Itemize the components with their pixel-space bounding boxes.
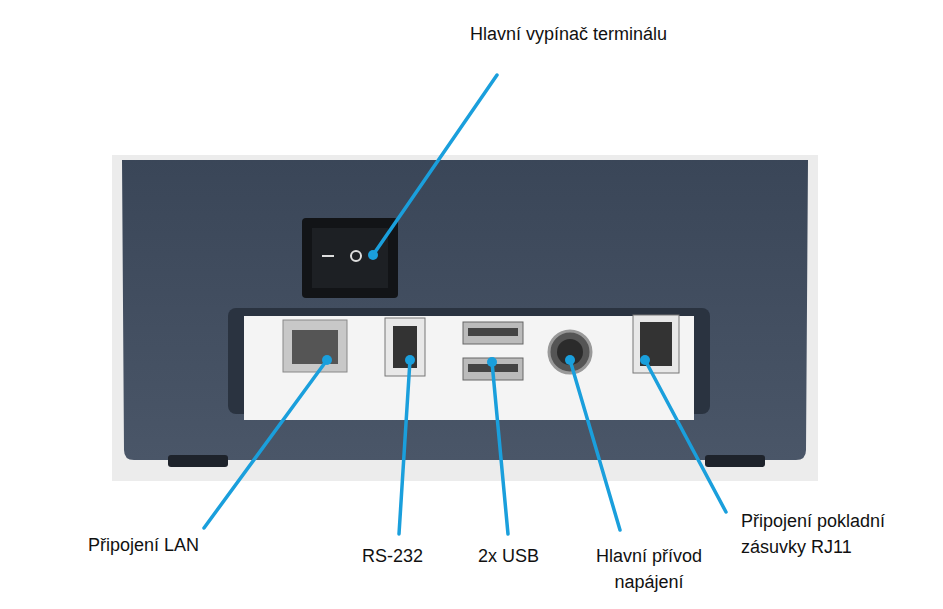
rj11-port: [633, 315, 679, 373]
terminal-housing: [122, 160, 808, 460]
port-panel: [244, 316, 694, 420]
rs232-port: [385, 318, 425, 376]
foot: [705, 455, 765, 467]
leader-line: [645, 360, 726, 512]
leader-dot: [640, 355, 650, 365]
leader-line: [373, 75, 497, 255]
callout-label: Hlavní přívod napájení: [578, 543, 720, 595]
callout-label: RS-232: [362, 543, 423, 569]
leader-line: [204, 360, 327, 528]
leader-lines: [204, 75, 726, 534]
leader-line: [492, 362, 508, 534]
leader-dot: [487, 357, 497, 367]
leader-dot: [322, 355, 332, 365]
lan-port: [283, 320, 347, 372]
callout-label: Hlavní vypínač terminálu: [470, 21, 667, 47]
callout-label: 2x USB: [478, 543, 539, 569]
power-port-inner: [557, 339, 583, 365]
leader-dot: [405, 355, 415, 365]
callout-label: Připojení LAN: [88, 532, 199, 558]
leader-line: [570, 360, 620, 530]
leader-line: [399, 360, 410, 534]
photo-background: [112, 155, 818, 481]
rj11-port-inner: [640, 322, 672, 366]
switch-rocker: [312, 228, 388, 288]
usb-port: [463, 322, 523, 344]
callout-label: Připojení pokladní zásuvky RJ11: [741, 508, 927, 560]
switch-mark: [351, 251, 361, 261]
switch-mark: [322, 255, 334, 257]
leader-dots: [322, 250, 650, 367]
usb-port-inner: [468, 328, 518, 336]
power-port: [549, 331, 591, 373]
foot: [168, 455, 228, 467]
leader-dot: [565, 355, 575, 365]
rs232-port-inner: [393, 326, 417, 368]
power-switch: [302, 218, 398, 298]
leader-dot: [368, 250, 378, 260]
lan-port-inner: [292, 330, 338, 364]
